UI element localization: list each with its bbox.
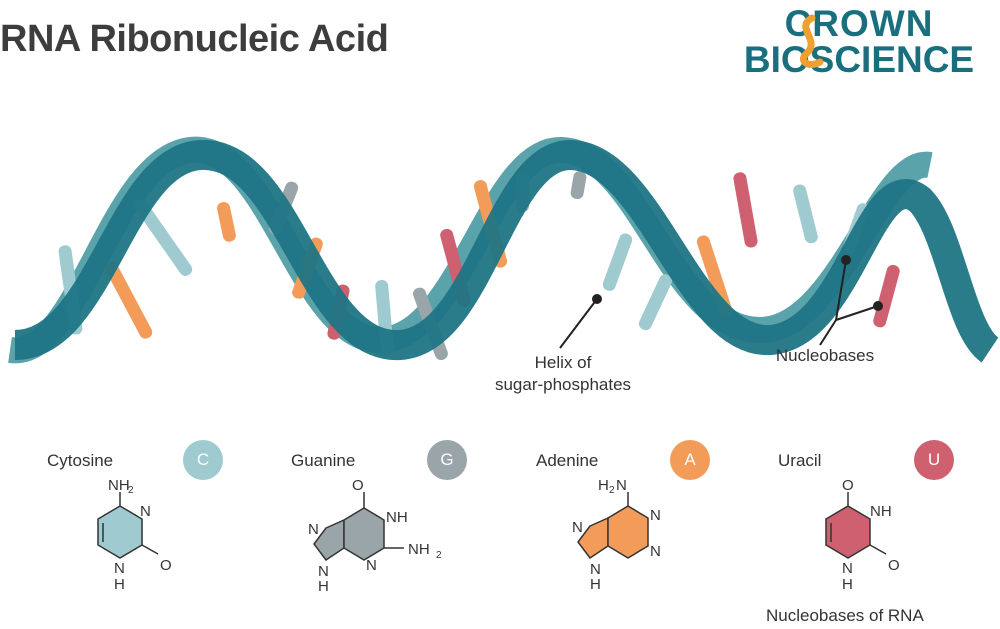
guanine-five-ring [313,518,345,562]
backbone-callout-label: Helix of sugar-phosphates [468,352,658,396]
guanine-o-label: O [352,477,364,494]
adenine-n1-label: N [650,507,661,524]
logo-swirl-icon [799,14,824,68]
base-stick [105,261,153,339]
cytosine-h-label: H [114,576,125,593]
uracil-nh-label: NH [870,503,892,520]
guanine-n2-label: N [366,557,377,574]
adenine-five-ring [577,516,609,560]
cytosine-badge: C [183,440,223,480]
base-stick [696,235,733,317]
uracil-o2-label: O [888,557,900,574]
cytosine-nh-label: N [114,560,125,577]
base-stick [217,202,236,242]
cytosine-ring [97,505,143,559]
backbone-callout-line-2: sugar-phosphates [494,375,632,394]
backbone-callout-line [559,298,598,349]
base-stick [733,172,758,248]
guanine-structure: O NH NH 2 N N N H [308,477,442,595]
nucleobases-of-rna-label: Nucleobases of RNA [766,606,924,625]
nucleobase-callout-dot [841,255,851,265]
uracil-badge: U [914,440,954,480]
guanine-six-ring [343,507,385,561]
backbone-callout-dot [592,294,602,304]
nucleobase-callout-dot [873,301,883,311]
guanine-n1-label: N [308,521,319,538]
callout-lines [559,259,879,349]
nucleobase-callout-line-3 [819,319,837,346]
adenine-amine-n-label: N [616,477,627,494]
uracil-name: Uracil [778,451,822,470]
cytosine-nh2-sub: 2 [128,485,134,496]
nucleobases-callout-label: Nucleobases [775,346,875,365]
page-title: RNA Ribonucleic Acid [0,18,389,60]
adenine-six-ring [607,505,649,559]
adenine-n2-label: N [650,543,661,560]
adenine-n4-label: N [590,561,601,578]
adenine-h2n-label: H [598,477,609,494]
uracil-h-label: H [842,576,853,593]
base-stick [570,171,587,200]
cytosine-structure: NH 2 N O N H [97,477,172,593]
base-stick [602,233,633,291]
base-stick [873,264,900,328]
adenine-h2n-sub: 2 [609,485,615,496]
guanine-nh-label: NH [386,509,408,526]
crown-bioscience-logo: CROWN BIOSCIENCE [744,4,974,76]
uracil-n-label: N [842,560,853,577]
guanine-n3-label: N [318,563,329,580]
cytosine-name: Cytosine [47,451,114,470]
base-stick [134,199,193,276]
base-stick [793,184,818,244]
nucleobase-callout-line-2 [835,305,879,321]
adenine-name: Adenine [536,451,599,470]
cytosine-o-label: O [160,557,172,574]
cytosine-n-label: N [140,503,151,520]
backbone-callout-line-1: Helix of [534,353,592,372]
adenine-structure: H 2 N N N N N H [572,477,661,593]
uracil-o1-label: O [842,477,854,494]
guanine-h-label: H [318,578,329,595]
adenine-h-label: H [590,576,601,593]
rna-helix-diagram [8,136,1000,364]
uracil-structure: O NH O N H [825,477,900,593]
guanine-name: Guanine [291,451,356,470]
cytosine-nh2-label: NH [108,477,130,494]
guanine-nh2-label: NH [408,541,430,558]
guanine-nh2-sub: 2 [436,550,442,561]
adenine-n3-label: N [572,519,583,536]
logo-line-bioscience: BIOSCIENCE [744,39,974,76]
uracil-ring [825,505,871,559]
helix-front-strand [13,139,1000,363]
nucleobase-callout-line-1 [835,259,847,321]
base-stick [638,274,673,331]
guanine-badge: G [427,440,467,480]
adenine-badge: A [670,440,710,480]
